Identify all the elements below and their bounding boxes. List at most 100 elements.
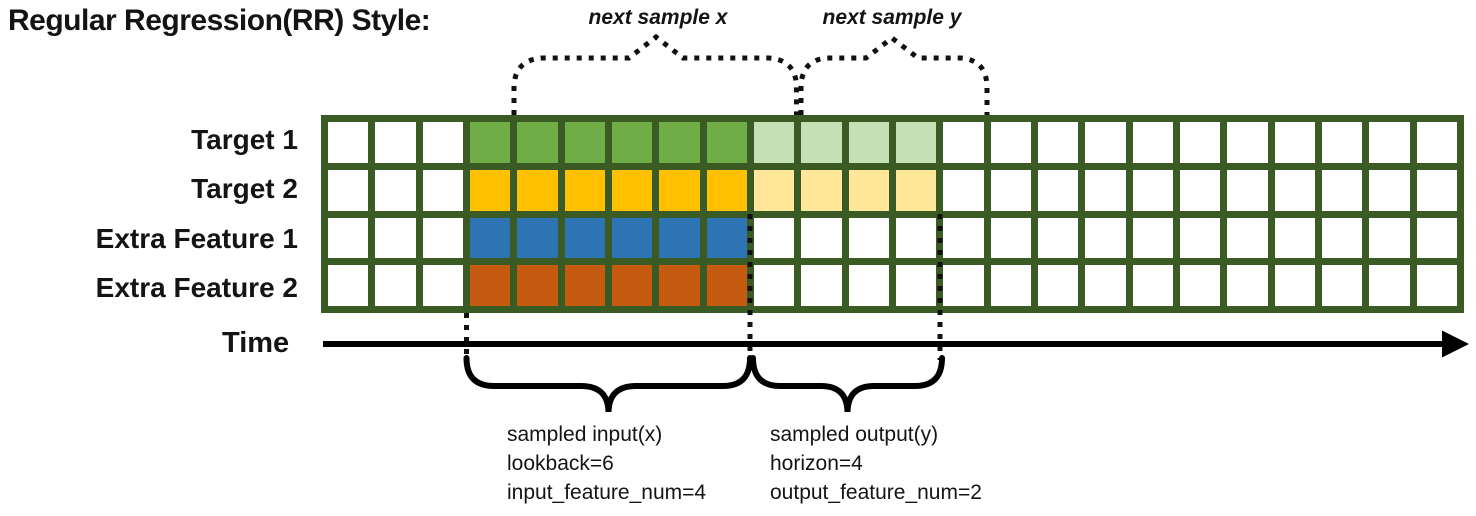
grid-cell [422,122,463,163]
grid-cell [848,217,889,259]
grid-cell [1037,265,1079,306]
grid-cell [1085,122,1126,163]
grid-cell [1227,122,1268,163]
grid-cell [1321,217,1363,259]
grid-cell [1274,169,1315,211]
grid-cell [1179,217,1221,259]
next-sample-y-brace [798,34,990,115]
grid-cell [659,217,700,259]
grid-cell [611,122,653,163]
grid-cell [848,122,889,163]
grid-cell [328,122,369,163]
grid-cell [1369,265,1410,306]
grid-cell [801,217,842,259]
grid-cell [753,169,795,211]
sampled-input-line-2: lookback=6 [507,452,614,475]
grid-cell [706,169,747,211]
grid-cell [517,169,558,211]
grid-cell [706,217,747,259]
grid-cell [801,169,842,211]
grid-cell [1416,122,1457,163]
grid-cell [706,122,747,163]
grid-cell [422,265,463,306]
grid-cell [375,217,416,259]
grid-cell [1132,265,1173,306]
grid-cell [1416,265,1457,306]
grid-cell [1321,265,1363,306]
grid-cell [1369,169,1410,211]
sampled-input-line-1: sampled input(x) [507,423,663,446]
grid-cell [990,217,1031,259]
sampled-output-line-2: horizon=4 [770,452,863,475]
grid-cell [1037,169,1079,211]
grid-cell [848,169,889,211]
row-label-extra-feature-1: Extra Feature 1 [95,222,298,254]
grid-cell [469,169,511,211]
grid-cell [1416,217,1457,259]
grid-cell [943,217,984,259]
grid-cell [895,122,937,163]
grid-cell [375,169,416,211]
grid-cell [659,122,700,163]
sampled-output-caption: sampled output(y) horizon=4 output_featu… [770,420,982,507]
grid-cell [659,169,700,211]
grid-cell [1227,265,1268,306]
timeseries-grid [321,115,1464,313]
grid-cell [375,265,416,306]
grid-cell [801,122,842,163]
grid-cell [422,169,463,211]
grid-cell [943,122,984,163]
grid-cell [943,265,984,306]
row-label-target-1: Target 1 [191,123,298,155]
grid-cell [1274,217,1315,259]
grid-cell [564,122,605,163]
grid-cell [328,265,369,306]
grid-cell [1227,217,1268,259]
grid-cell [469,122,511,163]
grid-cell [706,265,747,306]
grid-cell [895,169,937,211]
grid-cell [1085,217,1126,259]
grid-cell [895,265,937,306]
grid-cell [611,265,653,306]
grid-cell [753,217,795,259]
grid-cell [1274,122,1315,163]
figure-title: Regular Regression(RR) Style: [8,4,431,37]
grid-cell [1179,265,1221,306]
grid-cell [1132,217,1173,259]
sampled-output-line-3: output_feature_num=2 [770,481,982,504]
grid-cell [990,265,1031,306]
grid-cell [1037,122,1079,163]
grid-cell [1321,122,1363,163]
grid-cell [895,217,937,259]
grid-cell [1321,169,1363,211]
time-axis-arrowhead [1442,330,1469,358]
time-axis-label: Time [222,327,290,359]
row-label-extra-feature-2: Extra Feature 2 [95,272,298,304]
grid-cell [848,265,889,306]
grid-cell [801,265,842,306]
next-sample-x-brace [511,33,799,115]
grid-cell [517,217,558,259]
grid-cell [564,169,605,211]
grid-cell [1179,169,1221,211]
sampled-input-brace [463,355,753,413]
grid-cell [943,169,984,211]
grid-cell [1132,122,1173,163]
grid-cell [328,217,369,259]
sampled-input-caption: sampled input(x) lookback=6 input_featur… [507,420,706,507]
next-sample-x-label: next sample x [588,6,728,29]
grid-cell [469,217,511,259]
grid-cell [1369,217,1410,259]
grid-cell [328,169,369,211]
grid-cell [1369,122,1410,163]
sampled-output-line-1: sampled output(y) [770,423,939,446]
grid-cell [517,122,558,163]
next-sample-y-label: next sample y [822,6,962,29]
grid-cell [659,265,700,306]
grid-cell [1132,169,1173,211]
grid-cell [1227,169,1268,211]
grid-cell [564,217,605,259]
grid-cell [611,169,653,211]
